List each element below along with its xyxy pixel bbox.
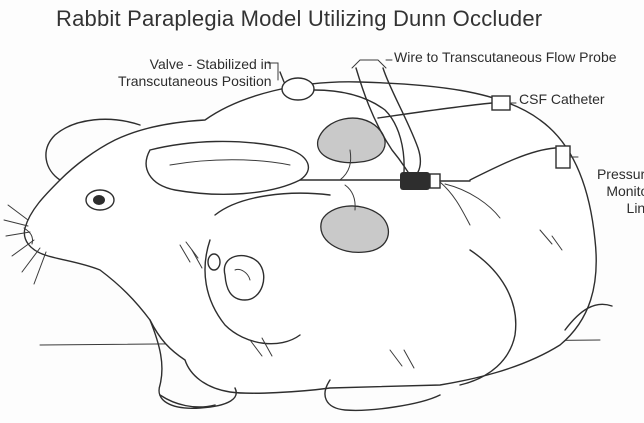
valve-label-line1: Valve - Stabilized in <box>118 56 272 73</box>
pressure-label-line2: Monitor <box>583 183 644 200</box>
valve-label-line2: Transcutaneous Position <box>118 73 272 90</box>
rabbit-body <box>24 82 596 393</box>
bladder-neck <box>208 254 220 270</box>
valve-stem <box>280 72 284 82</box>
csf-catheter-label: CSF Catheter <box>519 91 605 108</box>
pressure-line-connector <box>556 146 570 168</box>
rabbit-front-paw <box>160 395 215 407</box>
rabbit-ear <box>146 141 308 194</box>
valve-body <box>282 78 314 100</box>
wire-label: Wire to Transcutaneous Flow Probe <box>394 49 617 66</box>
csf-catheter-connector <box>492 96 510 110</box>
pressure-label-line3: Line <box>583 200 644 217</box>
occluder-collar <box>430 174 440 188</box>
valve-label: Valve - Stabilized in Transcutaneous Pos… <box>118 56 272 90</box>
dunn-occluder <box>400 172 430 190</box>
flow-probe-bracket <box>352 60 386 68</box>
pressure-monitor-label: Pressure Monitor Line <box>583 166 644 217</box>
rabbit-pupil <box>93 195 105 205</box>
pressure-label-line1: Pressure <box>583 166 644 183</box>
bladder <box>224 256 263 300</box>
